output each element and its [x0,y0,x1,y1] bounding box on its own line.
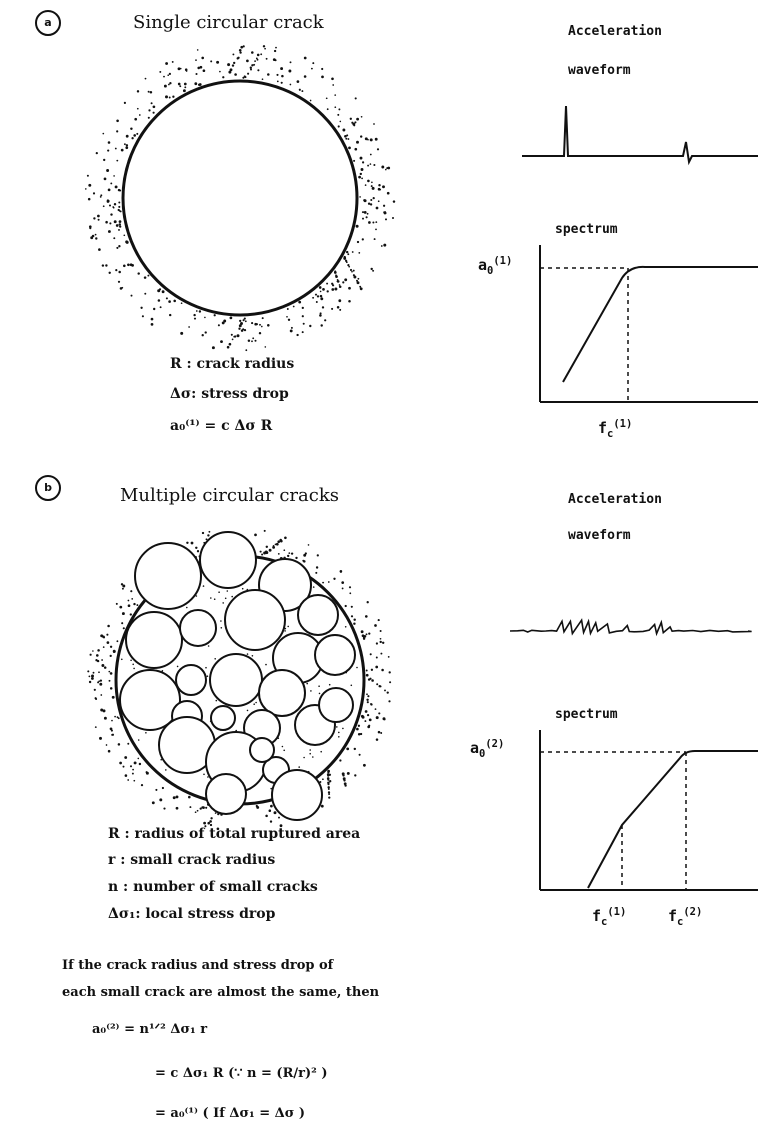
derivation-equation-2: = c Δσ₁ R (∵ n = (R/r)² ) [155,1066,328,1081]
derivation-equation-1: a₀⁽²⁾ = n¹ᐟ² Δσ₁ r [92,1022,207,1037]
panel-b-x-marker-1: fc(1) [592,906,626,928]
derivation-equation-3: = a₀⁽¹⁾ ( If Δσ₁ = Δσ ) [155,1106,305,1121]
panel-b-x-marker-2: fc(2) [668,906,702,928]
derivation-intro-line-1: If the crack radius and stress drop of [62,958,333,973]
panel-b-y-marker: a0(2) [470,738,504,760]
panel-b-spectrum-curve [588,751,758,888]
derivation-intro-line-2: each small crack are almost the same, th… [62,985,379,1000]
